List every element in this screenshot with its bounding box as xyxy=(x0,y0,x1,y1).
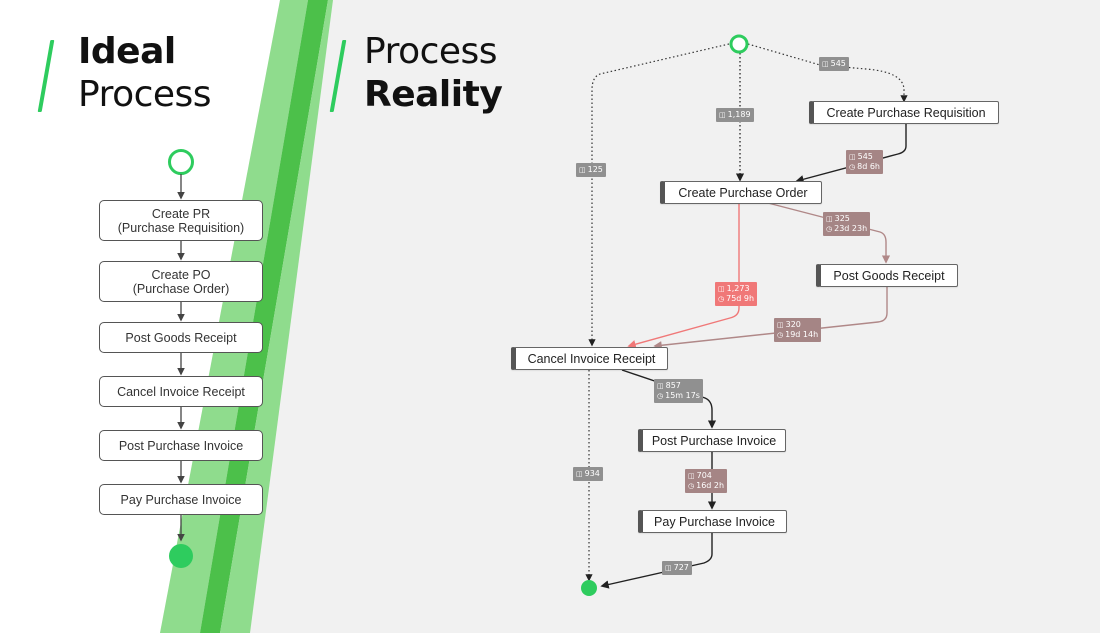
badge-duration: 15m 17s xyxy=(665,391,700,400)
edge-cancel-to-post xyxy=(621,369,717,429)
badge-count: 1,273 xyxy=(726,284,750,293)
ideal-heading-line1: Ideal xyxy=(78,31,176,72)
badge-po-to-cancel: ◫1,273 ◷75d 9h xyxy=(715,282,758,306)
badge-count: 125 xyxy=(587,165,603,174)
cube-icon: ◫ xyxy=(718,285,725,293)
reality-heading-line2: Reality xyxy=(364,74,503,115)
badge-count: 704 xyxy=(696,471,712,480)
node-post-purchase-invoice: Post Purchase Invoice xyxy=(638,429,786,452)
badge-pay-to-end: ◫727 xyxy=(662,561,692,575)
ideal-step-create-pr: Create PR (Purchase Requisition) xyxy=(99,200,263,241)
cube-icon: ◫ xyxy=(822,60,829,68)
cube-icon: ◫ xyxy=(777,321,784,329)
ideal-step-post-purchase-invoice: Post Purchase Invoice xyxy=(99,430,263,461)
badge-duration: 19d 14h xyxy=(785,330,819,339)
cube-icon: ◫ xyxy=(826,215,833,223)
badge-goods-to-cancel: ◫320 ◷19d 14h xyxy=(774,318,822,342)
badge-duration: 16d 2h xyxy=(696,481,725,490)
badge-pr-to-po: ◫545 ◷8d 6h xyxy=(846,150,883,174)
ideal-step-cancel-invoice-receipt: Cancel Invoice Receipt xyxy=(99,376,263,407)
badge-start-to-cancel: ◫125 xyxy=(576,163,606,177)
badge-count: 325 xyxy=(834,214,850,223)
ideal-step-post-goods-receipt: Post Goods Receipt xyxy=(99,322,263,353)
white-panel xyxy=(0,0,280,633)
cube-icon: ◫ xyxy=(849,153,856,161)
reality-heading: Process Reality xyxy=(364,31,503,120)
badge-start-to-end: ◫934 xyxy=(573,467,603,481)
badge-duration: 23d 23h xyxy=(834,224,868,233)
cube-icon: ◫ xyxy=(576,470,583,478)
node-post-goods-receipt: Post Goods Receipt xyxy=(816,264,958,287)
cube-icon: ◫ xyxy=(688,472,695,480)
ideal-step-create-po: Create PO (Purchase Order) xyxy=(99,261,263,302)
badge-count: 320 xyxy=(785,320,801,329)
badge-cancel-to-post: ◫857 ◷15m 17s xyxy=(654,379,703,403)
ideal-step-pay-purchase-invoice: Pay Purchase Invoice xyxy=(99,484,263,515)
ideal-heading: Ideal Process xyxy=(78,31,212,120)
clock-icon: ◷ xyxy=(657,392,664,400)
badge-start-to-pr: ◫545 xyxy=(819,57,849,71)
badge-duration: 75d 9h xyxy=(726,294,755,303)
node-pay-purchase-invoice: Pay Purchase Invoice xyxy=(638,510,787,533)
edge-start-to-pr xyxy=(747,43,908,103)
cube-icon: ◫ xyxy=(665,564,672,572)
light-green-stripe xyxy=(160,0,308,633)
ideal-start-circle xyxy=(168,149,194,175)
ideal-heading-line2: Process xyxy=(78,74,212,115)
light-green-stripe-edge xyxy=(220,0,333,633)
badge-count: 727 xyxy=(673,563,689,572)
badge-count: 934 xyxy=(584,469,600,478)
clock-icon: ◷ xyxy=(849,163,856,171)
dark-green-stripe xyxy=(200,0,328,633)
node-cancel-invoice-receipt: Cancel Invoice Receipt xyxy=(511,347,668,370)
reality-start-circle xyxy=(729,34,749,54)
edge-po-to-goods xyxy=(767,202,891,264)
badge-start-to-po: ◫1,189 xyxy=(716,108,754,122)
clock-icon: ◷ xyxy=(718,295,725,303)
node-create-purchase-order: Create Purchase Order xyxy=(660,181,822,204)
edge-goods-to-cancel xyxy=(653,287,888,350)
badge-count: 1,189 xyxy=(727,110,751,119)
badge-duration: 8d 6h xyxy=(857,162,880,171)
cube-icon: ◫ xyxy=(719,111,726,119)
edge-start-to-cancel xyxy=(588,43,730,347)
edge-pay-to-end xyxy=(600,533,713,589)
edge-po-to-cancel xyxy=(627,204,740,349)
clock-icon: ◷ xyxy=(826,225,833,233)
clock-icon: ◷ xyxy=(688,482,695,490)
badge-count: 857 xyxy=(665,381,681,390)
badge-count: 545 xyxy=(830,59,846,68)
badge-po-to-goods: ◫325 ◷23d 23h xyxy=(823,212,871,236)
node-create-purchase-requisition: Create Purchase Requisition xyxy=(809,101,999,124)
badge-post-to-pay: ◫704 ◷16d 2h xyxy=(685,469,728,493)
ideal-end-circle xyxy=(169,544,193,568)
cube-icon: ◫ xyxy=(579,166,586,174)
reality-heading-line1: Process xyxy=(364,31,498,72)
edge-pr-to-po xyxy=(795,124,907,184)
clock-icon: ◷ xyxy=(777,331,784,339)
cube-icon: ◫ xyxy=(657,382,664,390)
badge-count: 545 xyxy=(857,152,873,161)
reality-end-circle xyxy=(581,580,597,596)
